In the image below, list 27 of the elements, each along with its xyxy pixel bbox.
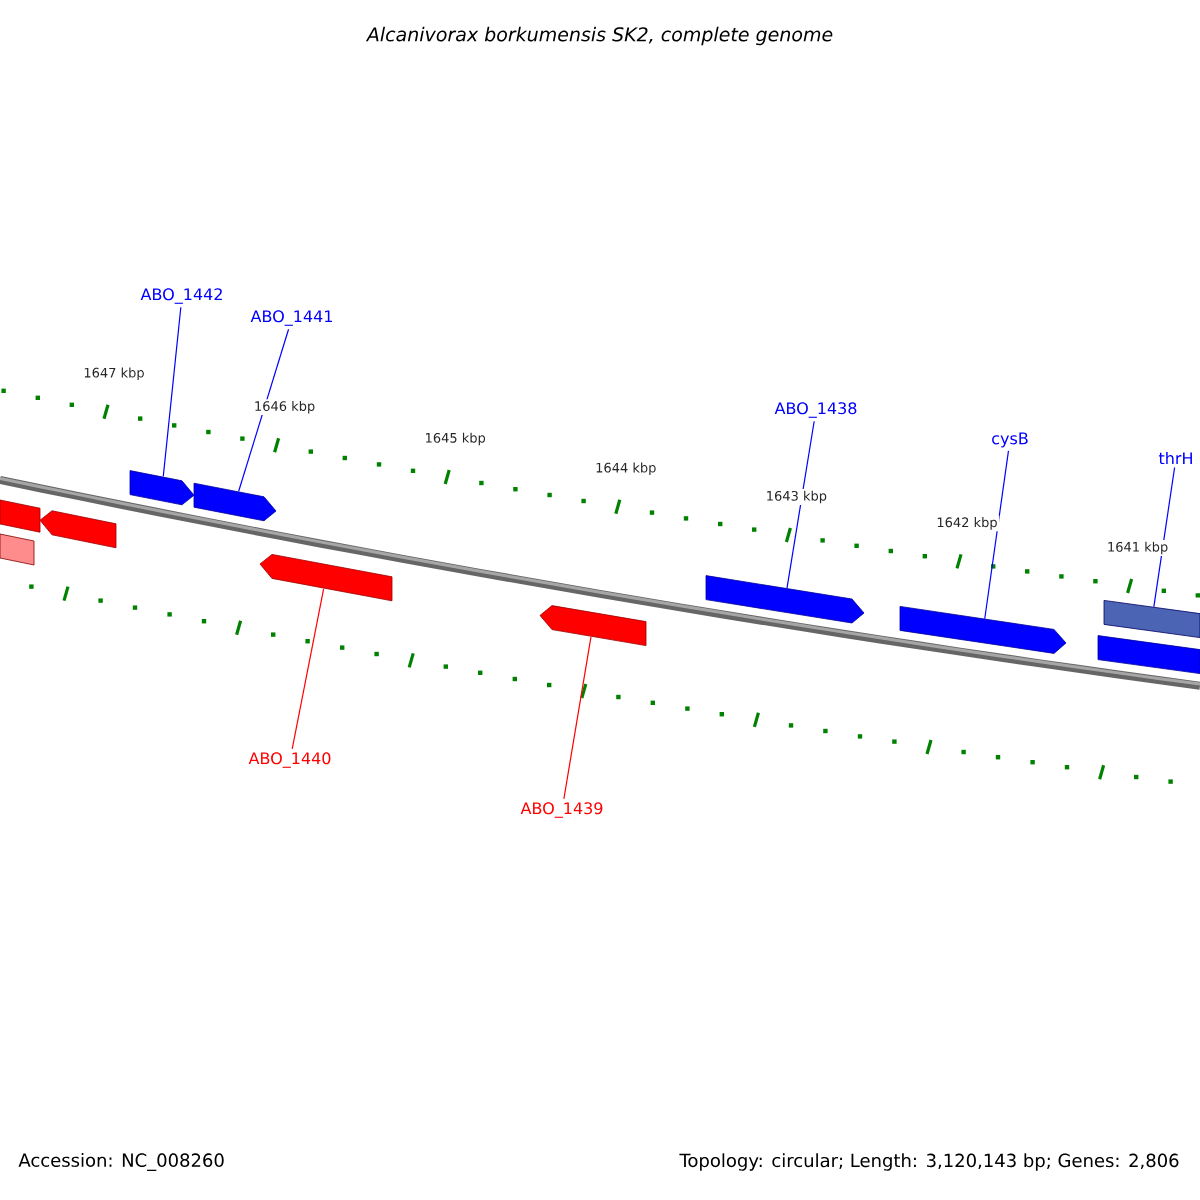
- gene-label: thrH: [1158, 451, 1192, 465]
- gene-label: ABO_1438: [774, 402, 857, 418]
- gene-label: ABO_1440: [248, 752, 331, 768]
- leader-line: [563, 636, 592, 800]
- gene-label: ABO_1439: [520, 802, 603, 818]
- gene-bar: [539, 605, 647, 646]
- gene-label: ABO_1442: [140, 288, 222, 304]
- gene-bar: [705, 575, 865, 624]
- leader-line: [238, 328, 290, 492]
- gene-bar: [193, 482, 277, 522]
- gene-bar: [0, 499, 41, 533]
- gene-bar: [1097, 635, 1200, 674]
- gene-bar: [1103, 600, 1200, 638]
- leader-line: [786, 420, 815, 589]
- leader-line: [291, 588, 325, 750]
- gene-bar: [129, 470, 195, 506]
- gene-label: ABO_1441: [250, 310, 332, 326]
- title: Alcanivorax borkumensis SK2, complete genome: [365, 26, 833, 46]
- gene-bar: [0, 533, 35, 566]
- gene-label: cysB: [992, 432, 1028, 448]
- gene-bar: [899, 606, 1067, 654]
- leader-line: [1153, 466, 1176, 608]
- gene-bar: [259, 554, 393, 602]
- footer-text: Accession: NC_008260: [18, 1153, 224, 1171]
- leader-line: [162, 306, 182, 478]
- footer-text: Topology: circular; Length: 3,120,143 bp; Genes: 2,806: [679, 1153, 1179, 1171]
- leader-line: [984, 450, 1010, 620]
